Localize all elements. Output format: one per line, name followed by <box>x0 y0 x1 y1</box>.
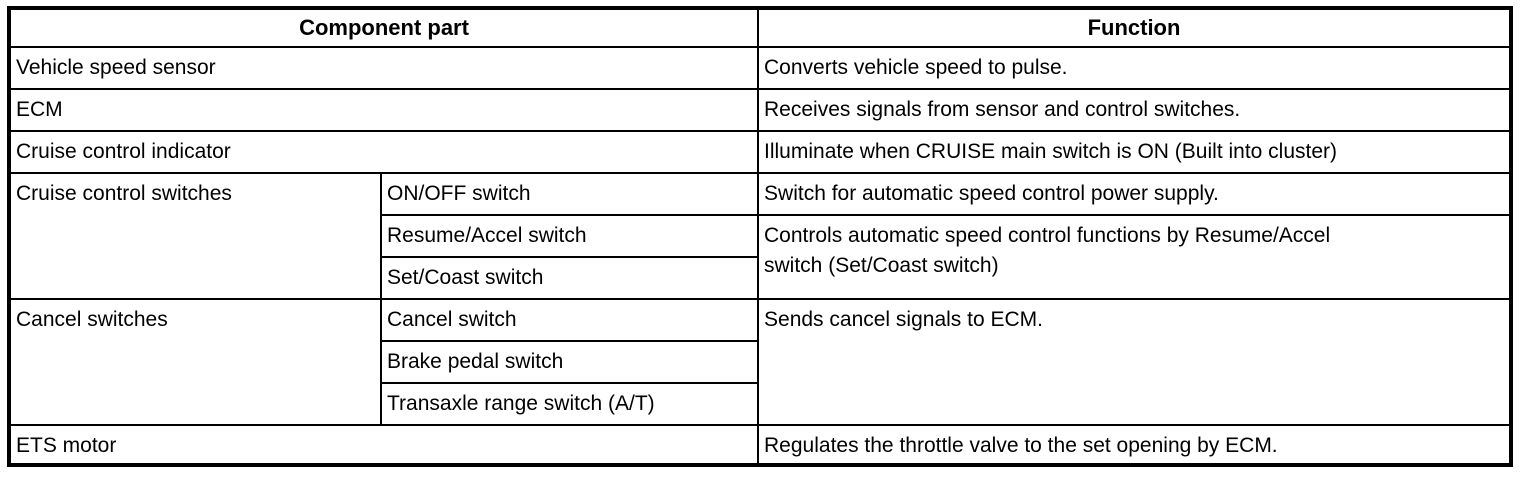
table-row: ECM Receives signals from sensor and con… <box>7 88 1512 132</box>
table-row: Cruise control switches ON/OFF switch Sw… <box>8 172 1512 300</box>
cell-cruise-control-indicator-function: Illuminate when CRUISE main switch is ON… <box>757 130 1512 174</box>
component-function-table-wrap: Component part Function Vehicle speed se… <box>7 6 1513 467</box>
table-row: Cancel switches Cancel switch Sends canc… <box>8 298 1512 426</box>
cell-cruise-control-switches-group: Cruise control switches <box>8 172 382 300</box>
cell-brake-pedal-switch: Brake pedal switch <box>379 340 760 384</box>
cell-vehicle-speed-sensor-function: Converts vehicle speed to pulse. <box>757 46 1512 90</box>
table-row: ETS motor Regulates the throttle valve t… <box>7 424 1512 466</box>
cell-transaxle-range-switch: Transaxle range switch (A/T) <box>379 382 760 426</box>
cell-ecm-function: Receives signals from sensor and control… <box>757 88 1512 132</box>
cell-ets-motor: ETS motor <box>7 424 760 466</box>
cell-ets-motor-function: Regulates the throttle valve to the set … <box>757 424 1512 466</box>
cell-ecm: ECM <box>7 88 760 132</box>
cell-cancel-switch: Cancel switch <box>379 298 760 342</box>
header-component-part: Component part <box>7 7 760 48</box>
table-row: Brake pedal switch <box>9 340 1511 384</box>
cell-resume-set-function: Controls automatic speed control functio… <box>757 214 1512 300</box>
cell-cancel-switches-group: Cancel switches <box>8 298 382 426</box>
cell-resume-accel-switch: Resume/Accel switch <box>379 214 760 258</box>
table-row: Resume/Accel switch Controls automatic s… <box>9 214 1512 300</box>
table-row: Cruise control indicator Illuminate when… <box>7 130 1512 174</box>
table-row: Vehicle speed sensor Converts vehicle sp… <box>7 46 1512 90</box>
header-function: Function <box>757 7 1512 48</box>
cell-vehicle-speed-sensor: Vehicle speed sensor <box>7 46 760 90</box>
component-function-table: Component part Function Vehicle speed se… <box>7 6 1513 467</box>
header-row: Component part Function <box>7 7 1512 48</box>
cell-on-off-switch: ON/OFF switch <box>379 172 760 216</box>
cell-set-coast-switch: Set/Coast switch <box>379 256 760 300</box>
cell-cruise-control-indicator: Cruise control indicator <box>7 130 760 174</box>
cell-cancel-switches-function: Sends cancel signals to ECM. <box>757 298 1512 426</box>
cell-on-off-switch-function: Switch for automatic speed control power… <box>757 172 1512 216</box>
table-row: Transaxle range switch (A/T) <box>9 382 1511 426</box>
table-row: Set/Coast switch <box>9 256 1511 300</box>
